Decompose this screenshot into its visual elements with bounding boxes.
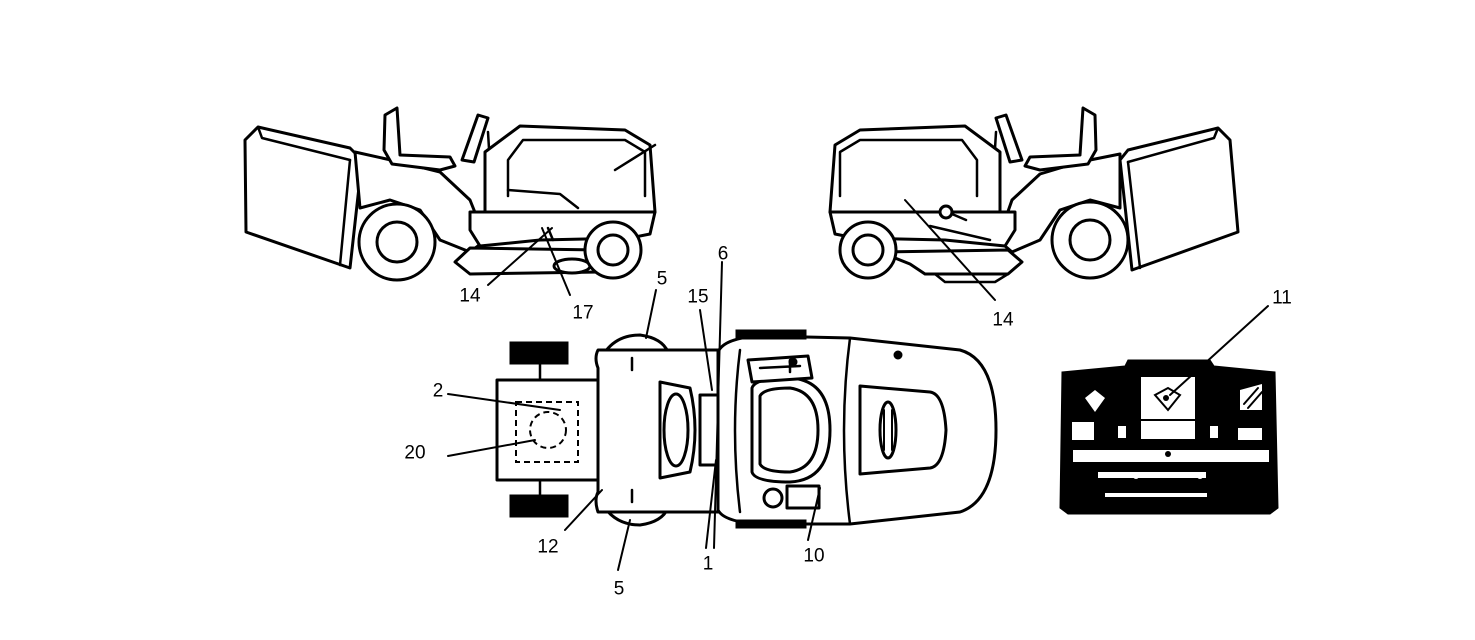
callout-14-left: 14 [459, 285, 481, 307]
callout-12: 12 [537, 536, 559, 558]
callout-17: 17 [572, 302, 594, 324]
tractor-right-side-view [828, 106, 1240, 284]
callout-14-right: 14 [992, 309, 1014, 331]
leader-lines [447, 199, 1269, 571]
callout-5-top: 5 [656, 268, 668, 290]
callout-5-bottom: 5 [613, 578, 625, 600]
callout-6: 6 [717, 243, 729, 265]
callout-2: 2 [432, 380, 444, 402]
dash-panel-view [1059, 359, 1279, 515]
tractor-top-view [495, 329, 998, 529]
callout-20: 20 [404, 442, 426, 464]
tractor-left-side-view [243, 106, 657, 282]
callout-15: 15 [687, 286, 709, 308]
callout-10: 10 [803, 545, 825, 567]
callout-11: 11 [1272, 287, 1292, 309]
callout-1: 1 [702, 553, 714, 575]
